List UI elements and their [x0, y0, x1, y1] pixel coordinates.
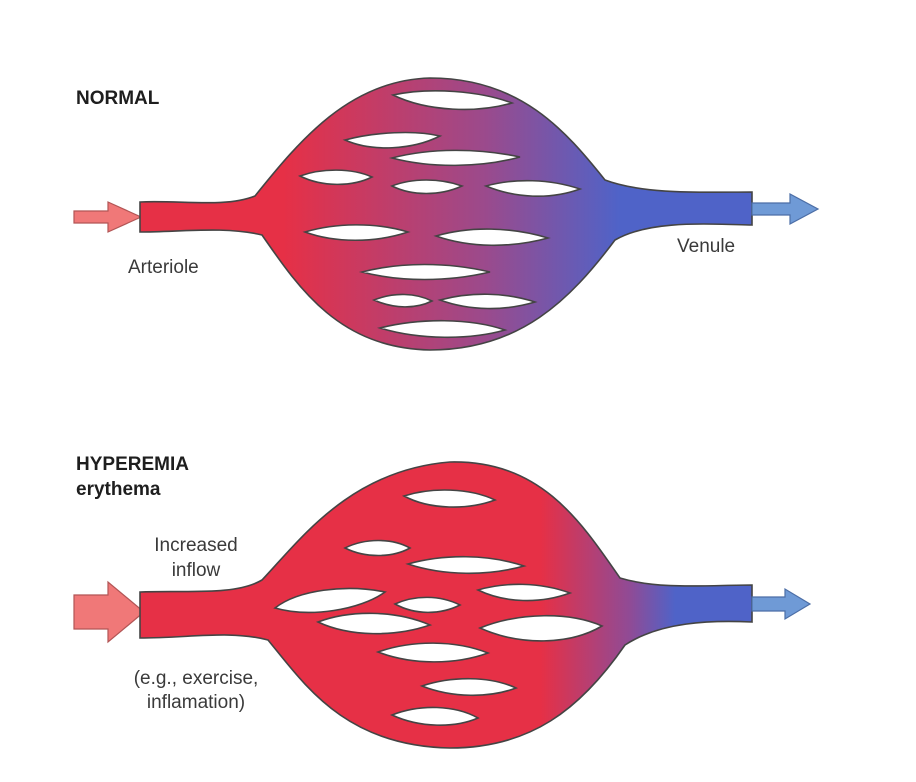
hyperemia-panel: HYPEREMIA erythema Increased inflow (e.g…: [73, 454, 812, 749]
normal-panel: NORMAL Arteriole Venule: [73, 77, 820, 351]
normal-outflow-arrow: [751, 192, 820, 226]
venule-label: Venule: [677, 236, 735, 257]
hyperemia-outflow-arrow: [751, 587, 812, 621]
inflow-label-line2: inflow: [172, 560, 221, 581]
hyperemia-title: HYPEREMIA: [76, 454, 189, 475]
arteriole-label: Arteriole: [128, 257, 199, 278]
cause-label-line1: (e.g., exercise,: [134, 668, 259, 689]
hyperemia-inflow-arrow: [73, 580, 145, 644]
normal-capillary-bed: [139, 77, 753, 351]
normal-inflow-arrow: [73, 201, 143, 233]
inflow-label-line1: Increased: [154, 535, 237, 556]
normal-title: NORMAL: [76, 88, 160, 109]
cause-label-line2: inflamation): [147, 692, 245, 713]
hyperemia-subtitle: erythema: [76, 479, 161, 500]
